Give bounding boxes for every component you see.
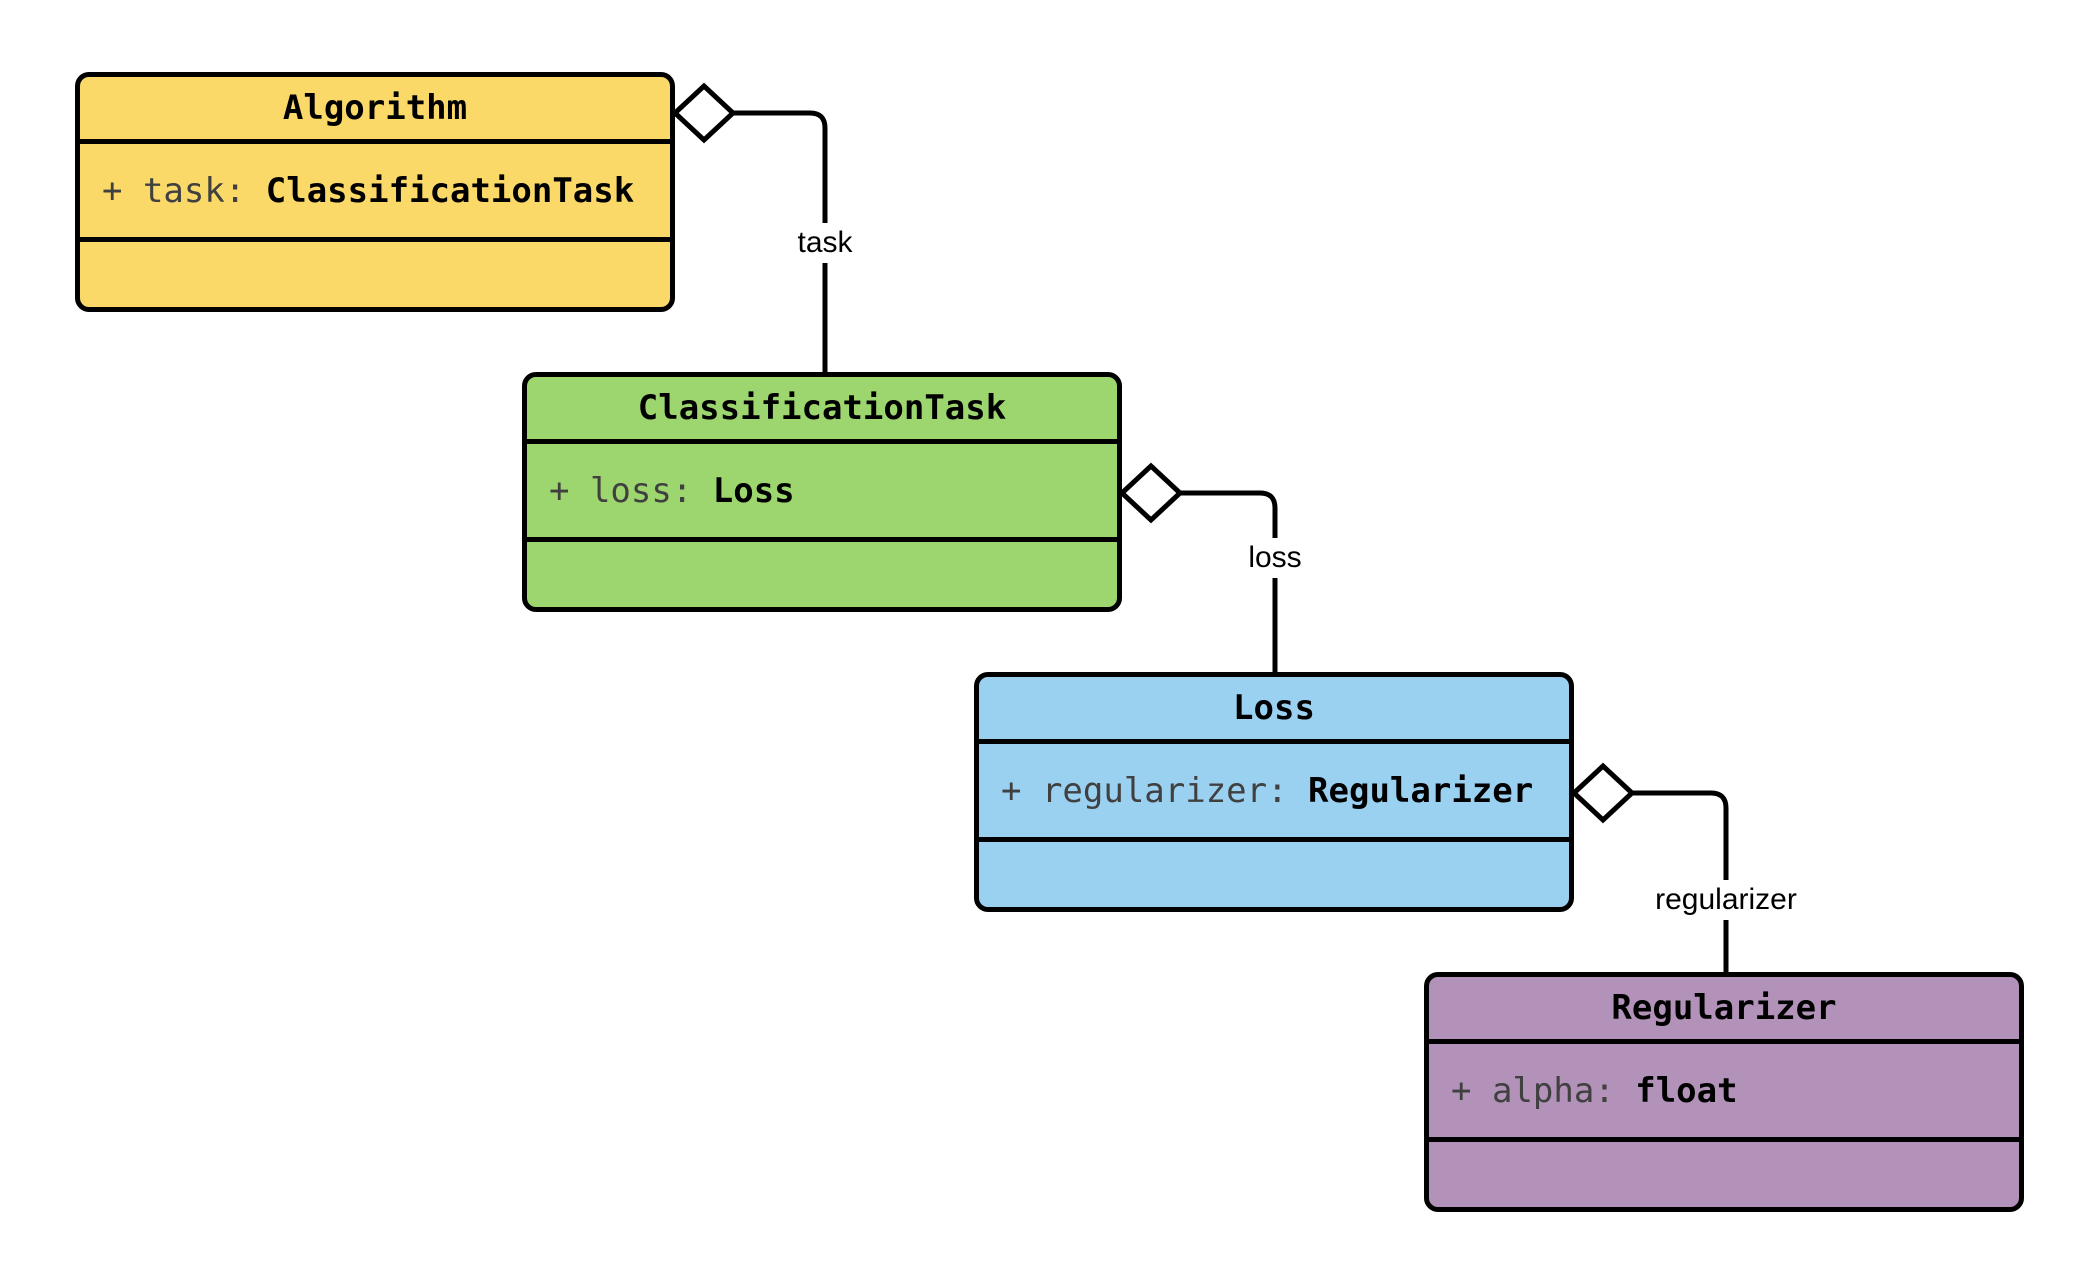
attribute-name: + alpha: xyxy=(1451,1070,1636,1111)
attribute-type: ClassificationTask xyxy=(265,170,635,211)
aggregation-diamond-task xyxy=(671,82,737,144)
edge-label-loss: loss xyxy=(1240,538,1310,578)
class-box-algorithm: Algorithm + task: ClassificationTask xyxy=(75,72,675,312)
edge-label-regularizer: regularizer xyxy=(1647,880,1805,920)
class-box-loss: Loss + regularizer: Regularizer xyxy=(974,672,1574,912)
class-title: Loss xyxy=(979,677,1569,744)
class-title: Algorithm xyxy=(80,77,670,144)
class-methods-empty xyxy=(1429,1142,2019,1207)
connector-line-loss xyxy=(1180,490,1278,672)
class-attribute-row: + task: ClassificationTask xyxy=(80,144,670,242)
class-methods-empty xyxy=(80,242,670,307)
class-title: Regularizer xyxy=(1429,977,2019,1044)
attribute-type: Loss xyxy=(712,470,795,511)
class-box-regularizer: Regularizer + alpha: float xyxy=(1424,972,2024,1212)
class-attribute-row: + loss: Loss xyxy=(527,444,1117,542)
attribute-type: float xyxy=(1635,1070,1738,1111)
attribute-name: + loss: xyxy=(549,470,713,511)
class-title: ClassificationTask xyxy=(527,377,1117,444)
edge-label-task: task xyxy=(789,223,861,263)
class-methods-empty xyxy=(979,842,1569,907)
aggregation-diamond-loss xyxy=(1118,462,1184,524)
class-box-classificationtask: ClassificationTask + loss: Loss xyxy=(522,372,1122,612)
attribute-name: + regularizer: xyxy=(1001,770,1309,811)
attribute-name: + task: xyxy=(102,170,266,211)
class-attribute-row: + regularizer: Regularizer xyxy=(979,744,1569,842)
aggregation-diamond-regularizer xyxy=(1570,762,1636,824)
class-methods-empty xyxy=(527,542,1117,607)
attribute-type: Regularizer xyxy=(1308,770,1534,811)
class-attribute-row: + alpha: float xyxy=(1429,1044,2019,1142)
